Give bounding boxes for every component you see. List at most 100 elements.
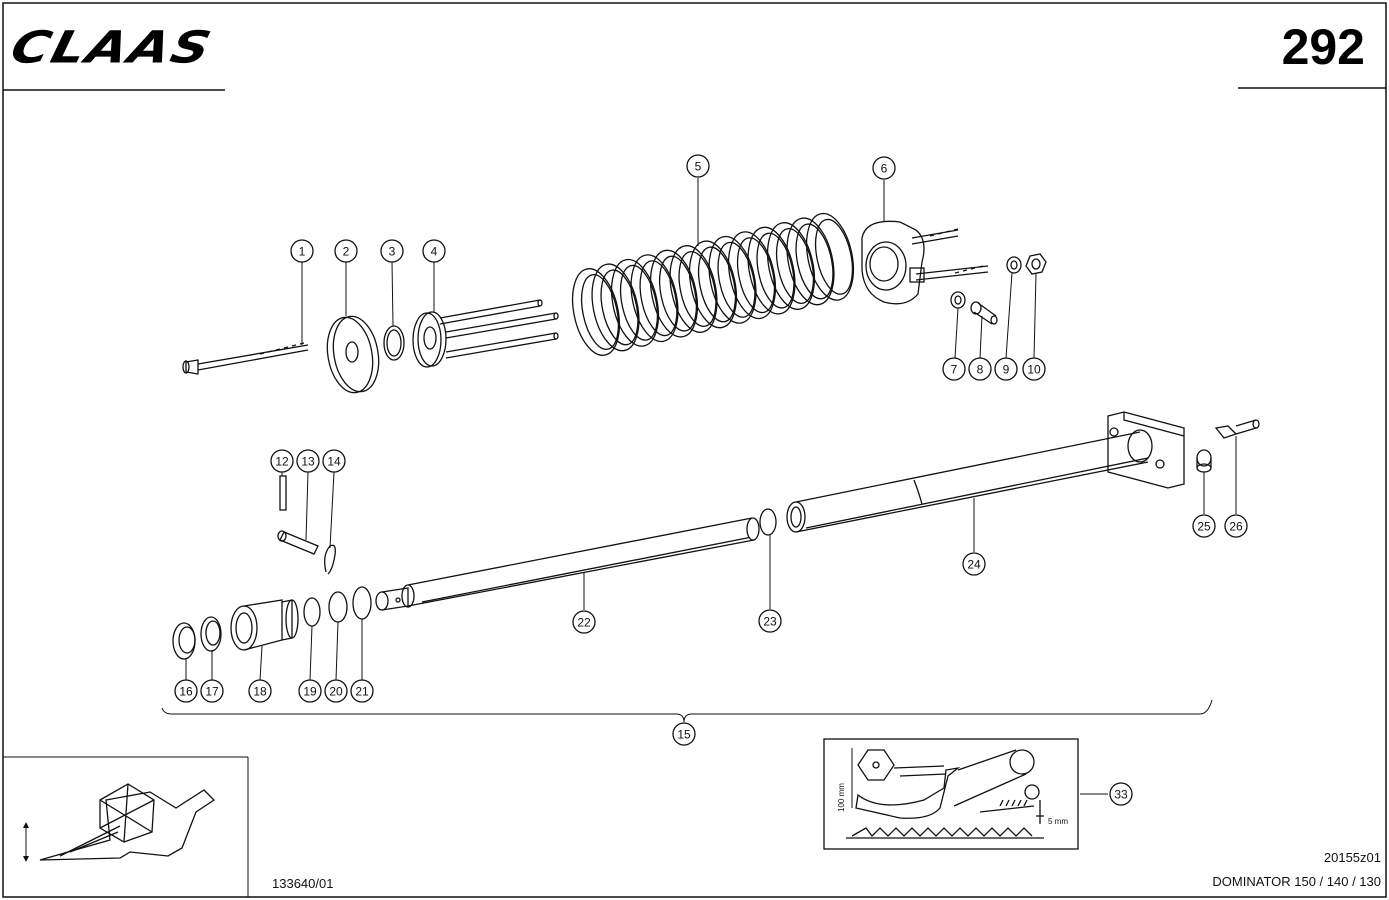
gap-label: 5 mm (1048, 817, 1068, 826)
callout-label: 12 (275, 455, 289, 469)
part-screw (970, 301, 998, 325)
part-list-code: 133640/01 (272, 876, 334, 891)
part-lube-nut (1196, 449, 1212, 473)
part-bolt (182, 342, 309, 375)
callout-22: 22 (572, 610, 596, 634)
part-grease-nipple (1214, 419, 1260, 439)
spring-coil (708, 235, 757, 324)
callout-17: 17 (200, 679, 224, 703)
callout-label: 10 (1027, 363, 1041, 377)
part-split-pin (324, 544, 336, 575)
spring-coil (610, 258, 660, 347)
spring-coil-inner (775, 228, 815, 304)
spring-coil (727, 231, 777, 320)
spring-coil (649, 249, 699, 338)
spring-coil-inner (717, 241, 756, 318)
part-o-ring-b (352, 586, 372, 620)
callout-20: 20 (324, 679, 348, 703)
callout-23: 23 (758, 609, 782, 633)
callout-label: 23 (763, 615, 777, 629)
location-inset (3, 756, 249, 897)
drawing-code: 20155z01 (1323, 850, 1381, 865)
part-nut-small (950, 291, 966, 309)
callout-label: 7 (951, 363, 958, 377)
callout-label: 8 (977, 363, 984, 377)
callout-4: 4 (422, 239, 446, 263)
callout-21: 21 (350, 679, 374, 703)
page-number: 292 (1281, 19, 1365, 75)
model-name: DOMINATOR 150 / 140 / 130 (1212, 874, 1381, 889)
spring-coil (669, 245, 718, 333)
callout-8: 8 (968, 357, 992, 381)
callout-label: 20 (329, 685, 343, 699)
part-o-ring (383, 325, 405, 361)
spring-coil-inner (600, 269, 639, 346)
callout-25: 25 (1192, 514, 1216, 538)
callout-label: 4 (431, 245, 438, 259)
part-snap-ring (759, 508, 777, 536)
height-label: 100 mm (837, 783, 846, 812)
callout-18: 18 (248, 679, 272, 703)
part-circlip (303, 597, 321, 627)
callout-label: 16 (179, 685, 193, 699)
callout-label: 6 (881, 162, 888, 176)
callout-label: 17 (205, 685, 219, 699)
spring-coil (571, 268, 621, 356)
spring-coil-inner (580, 274, 620, 350)
callout-13: 13 (296, 449, 320, 473)
spring-coil-inner (619, 264, 659, 341)
spring-coil-inner (697, 246, 737, 323)
callout-24: 24 (962, 552, 986, 576)
callout-label: 5 (695, 160, 702, 174)
part-o-ring-a (328, 591, 348, 623)
callout-label: 14 (327, 455, 341, 469)
spring-coil (805, 212, 855, 301)
callout-label: 2 (343, 245, 350, 259)
part-spring-guide (412, 299, 559, 368)
callout-3: 3 (380, 239, 404, 263)
spring-coil-inner (639, 260, 678, 337)
callout-16: 16 (174, 679, 198, 703)
callout-2: 2 (334, 239, 358, 263)
spring-coil-inner (658, 255, 698, 332)
spring-coil-inner (678, 251, 717, 327)
callout-label: 19 (303, 685, 317, 699)
group-bracket (161, 699, 1213, 723)
part-seal-ring-inner (200, 616, 222, 652)
part-hex-nut (1025, 253, 1047, 275)
callout-33: 33 (1109, 782, 1133, 806)
callout-label: 9 (1003, 363, 1010, 377)
spring-coil (786, 217, 835, 306)
callout-6: 6 (872, 156, 896, 180)
spring-coil-inner (736, 237, 776, 314)
callout-label: 22 (577, 616, 591, 630)
callout-label: 25 (1197, 520, 1211, 534)
spring-coil-inner (756, 232, 795, 309)
callout-label: 18 (253, 685, 267, 699)
adjustment-inset: 100 mm 5 mm (823, 738, 1079, 850)
spring-coil (630, 254, 679, 343)
part-shaft (375, 517, 760, 611)
part-pin-bolt (277, 530, 319, 555)
callout-label: 13 (301, 455, 315, 469)
callout-5: 5 (686, 154, 710, 178)
callout-12: 12 (270, 449, 294, 473)
callout-19: 19 (298, 679, 322, 703)
callout-14: 14 (322, 449, 346, 473)
callout-label: 15 (677, 728, 691, 742)
leader-lines (185, 178, 1237, 795)
part-compression-spring (571, 212, 855, 356)
callout-label: 26 (1229, 520, 1243, 534)
callout-label: 33 (1114, 788, 1128, 802)
callout-10: 10 (1022, 357, 1046, 381)
part-spring-bracket (861, 220, 989, 305)
spring-coil (591, 263, 640, 352)
callout-label: 1 (299, 245, 306, 259)
spring-coil-inner (814, 218, 854, 295)
part-threaded-bushing (230, 599, 299, 651)
callout-15: 15 (672, 722, 696, 746)
part-washer-plate (326, 315, 380, 394)
